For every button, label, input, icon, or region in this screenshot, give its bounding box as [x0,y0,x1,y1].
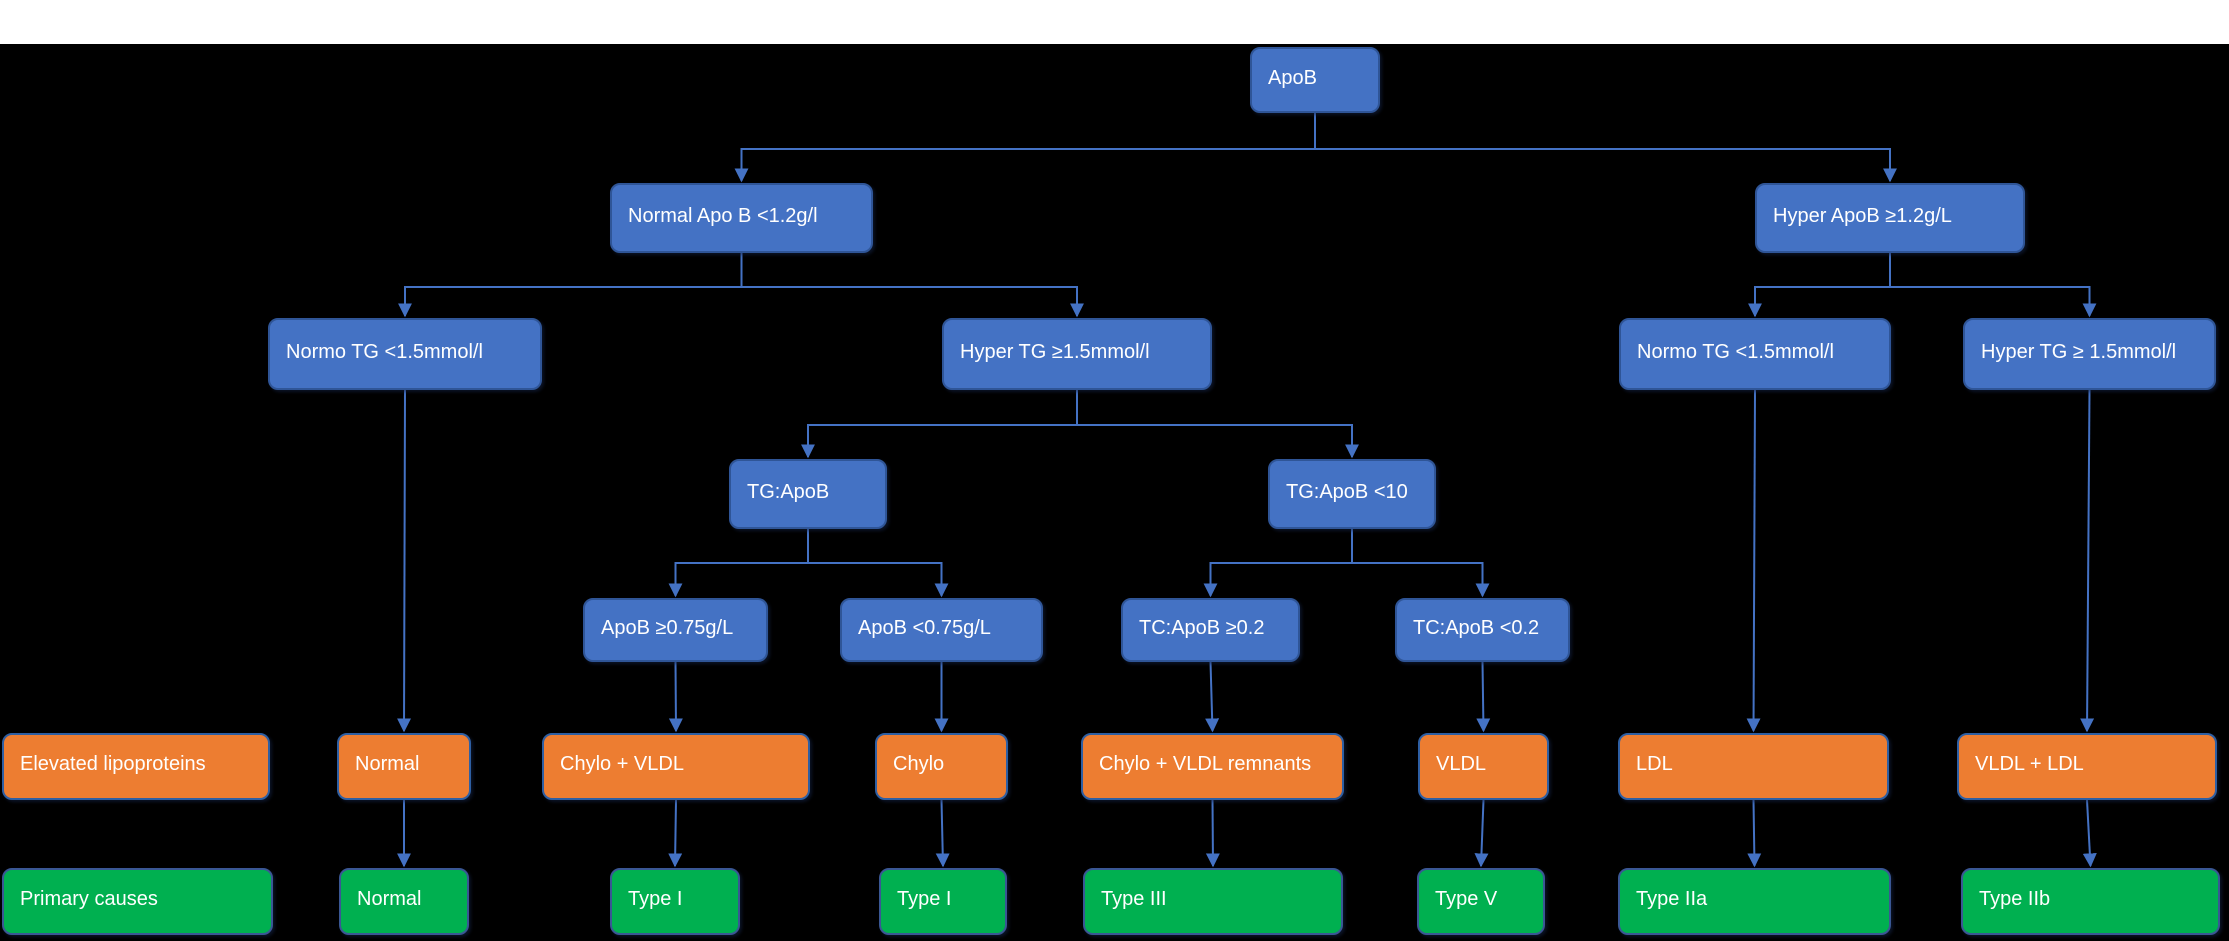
connector-lipo-chylo-to-cause-type-i-b [935,799,950,868]
hyper-tg-left-node: Hyper TG ≥1.5mmol/l [942,318,1212,390]
elevated-lipoproteins-label-node: Elevated lipoproteins [2,733,270,800]
cause-type-iib-node: Type IIb [1961,868,2220,935]
lipo-normal-node: Normal [337,733,471,800]
connector-tc-apob-lt02-to-lipo-vldl [1476,661,1491,733]
hyper-apob-node: Hyper ApoB ≥1.2g/L [1755,183,2025,253]
normo-tg-right-node: Normo TG <1.5mmol/l [1619,318,1891,390]
normo-tg-left-node: Normo TG <1.5mmol/l [268,318,542,390]
lipo-chylo-node: Chylo [875,733,1008,800]
cause-type-iia-node: Type IIa [1618,868,1891,935]
hyper-tg-right-node: Hyper TG ≥ 1.5mmol/l [1963,318,2216,390]
connector-hyper-tg-left-to-tg-apob-lt10 [1076,390,1359,459]
lipo-ldl-node: LDL [1618,733,1889,800]
cause-type-i-b-node: Type I [879,868,1007,935]
top-white-strip [0,0,2229,44]
connector-lipo-chylo-vldl-remnants-to-cause-type-iii [1205,799,1220,868]
connector-tg-apob-lt10-to-tc-apob-ge02 [1203,529,1353,598]
connector-hyper-apob-to-normo-tg-right [1748,253,1891,318]
normal-apob-node: Normal Apo B <1.2g/l [610,183,873,253]
apob-node: ApoB [1250,47,1380,113]
connector-tg-apob-to-apob-ge075 [668,529,809,598]
connector-apob-to-hyper-apob [1314,113,1897,183]
lipo-vldl-ldl-node: VLDL + LDL [1957,733,2217,800]
connector-tg-apob-lt10-to-tc-apob-lt02 [1351,529,1490,598]
cause-normal-node: Normal [339,868,469,935]
connector-normal-apob-to-hyper-tg-left [740,253,1084,318]
lipo-vldl-node: VLDL [1418,733,1549,800]
apob-lt075-node: ApoB <0.75g/L [840,598,1043,662]
connector-lipo-vldl-to-cause-type-v [1474,799,1489,868]
connector-apob-ge075-to-lipo-chylo-vldl [668,661,683,733]
apob-ge075-node: ApoB ≥0.75g/L [583,598,768,662]
primary-causes-label-node: Primary causes [2,868,273,935]
connector-hyper-apob-to-hyper-tg-right [1889,253,2097,318]
tg-apob-node: TG:ApoB [729,459,887,529]
connector-apob-to-normal-apob [734,113,1316,183]
connector-tg-apob-to-apob-lt075 [807,529,949,598]
connector-normal-apob-to-normo-tg-left [398,253,743,318]
connector-normo-tg-right-to-lipo-ldl [1746,389,1761,733]
cause-type-iii-node: Type III [1083,868,1343,935]
tc-apob-lt02-node: TC:ApoB <0.2 [1395,598,1570,662]
connector-lipo-ldl-to-cause-type-iia [1747,799,1762,868]
lipo-chylo-vldl-remnants-node: Chylo + VLDL remnants [1081,733,1344,800]
connector-hyper-tg-right-to-lipo-vldl-ldl [2080,389,2095,733]
connector-normo-tg-left-to-lipo-normal [397,389,412,733]
lipo-chylo-vldl-node: Chylo + VLDL [542,733,810,800]
tc-apob-ge02-node: TC:ApoB ≥0.2 [1121,598,1300,662]
cause-type-v-node: Type V [1417,868,1545,935]
connector-tc-apob-ge02-to-lipo-chylo-vldl-remnants [1205,661,1220,733]
connector-hyper-tg-left-to-tg-apob [801,390,1078,459]
cause-type-i-a-node: Type I [610,868,740,935]
connector-lipo-chylo-vldl-to-cause-type-i-a [668,799,683,868]
connector-lipo-vldl-ldl-to-cause-type-iib [2082,799,2097,868]
tg-apob-lt10-node: TG:ApoB <10 [1268,459,1436,529]
